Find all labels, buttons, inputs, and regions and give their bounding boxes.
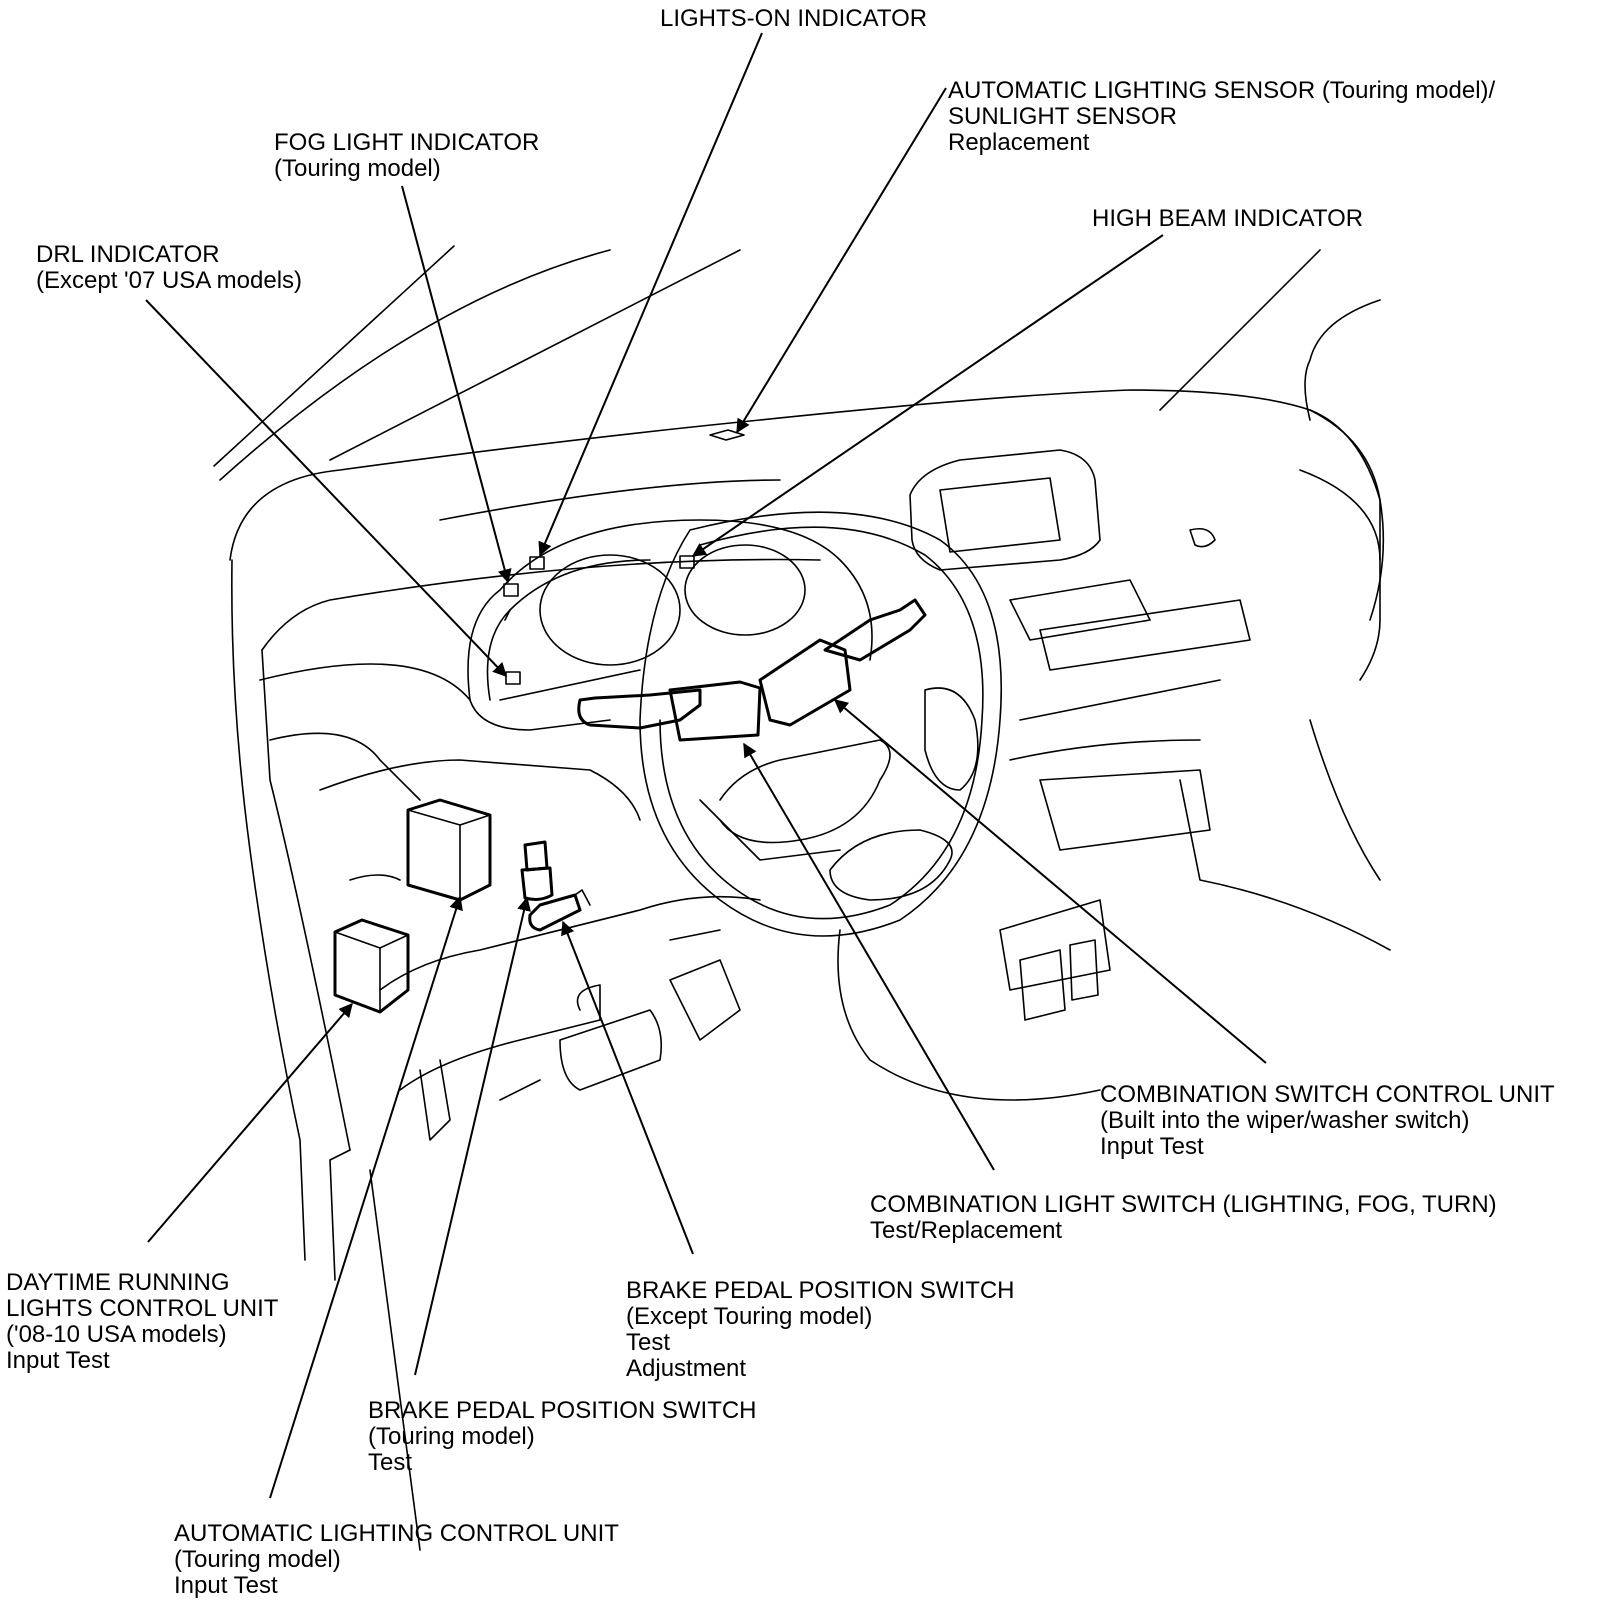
drl-indicator-label: DRL INDICATOR (Except '07 USA models) bbox=[36, 242, 302, 294]
combination-switch-control-unit-label: COMBINATION SWITCH CONTROL UNIT (Built i… bbox=[1100, 1082, 1555, 1160]
wiper-switch-stalk bbox=[758, 598, 927, 727]
callout-line: Test bbox=[368, 1449, 413, 1476]
windshield-lines bbox=[213, 245, 1381, 481]
center-stack bbox=[837, 449, 1391, 1101]
brake-pedal-position-switch-except-touring-icon bbox=[528, 889, 591, 932]
fog-light-indicator-icon bbox=[503, 583, 519, 597]
callout-line: LIGHTS CONTROL UNIT bbox=[6, 1295, 279, 1322]
fog-light-indicator-label: FOG LIGHT INDICATOR (Touring model) bbox=[274, 130, 539, 182]
automatic-lighting-sensor-label: AUTOMATIC LIGHTING SENSOR (Touring model… bbox=[948, 78, 1495, 156]
callout-line: Replacement bbox=[948, 129, 1090, 156]
callout-line: (Except '07 USA models) bbox=[36, 267, 303, 294]
callout-line: AUTOMATIC LIGHTING CONTROL UNIT bbox=[174, 1520, 619, 1547]
callout-line: HIGH BEAM INDICATOR bbox=[1092, 205, 1364, 232]
callout-line: (Built into the wiper/washer switch) bbox=[1100, 1107, 1470, 1134]
daytime-running-lights-control-unit-label: DAYTIME RUNNING LIGHTS CONTROL UNIT ('08… bbox=[6, 1270, 278, 1374]
callout-line: COMBINATION LIGHT SWITCH (LIGHTING, FOG,… bbox=[870, 1191, 1497, 1218]
brake-pedal-position-switch-touring-label: BRAKE PEDAL POSITION SWITCH (Touring mod… bbox=[368, 1398, 757, 1476]
callout-line: (Touring model) bbox=[274, 155, 441, 182]
callout-line: BRAKE PEDAL POSITION SWITCH bbox=[626, 1277, 1015, 1304]
pedals bbox=[499, 929, 741, 1101]
callout-line: SUNLIGHT SENSOR bbox=[948, 103, 1177, 130]
callout-line: COMBINATION SWITCH CONTROL UNIT bbox=[1100, 1081, 1555, 1108]
callout-line: Test bbox=[626, 1329, 671, 1356]
callout-line: Adjustment bbox=[626, 1355, 747, 1382]
drl-indicator-icon bbox=[505, 671, 521, 685]
brake-pedal-position-switch-except-touring-label: BRAKE PEDAL POSITION SWITCH (Except Tour… bbox=[626, 1278, 1015, 1382]
sunlight-sensor-icon bbox=[709, 429, 745, 441]
steering-wheel bbox=[639, 511, 1003, 937]
high-beam-indicator-label: HIGH BEAM INDICATOR bbox=[1092, 206, 1363, 232]
lights-on-indicator-label: LIGHTS-ON INDICATOR bbox=[660, 6, 927, 32]
callout-line: AUTOMATIC LIGHTING SENSOR (Touring model… bbox=[948, 77, 1496, 104]
callout-line: BRAKE PEDAL POSITION SWITCH bbox=[368, 1397, 757, 1424]
automatic-lighting-control-unit-icon bbox=[406, 798, 492, 902]
combination-light-switch-stalk bbox=[577, 680, 762, 742]
callout-line: Test/Replacement bbox=[870, 1217, 1063, 1244]
callout-line: Input Test bbox=[174, 1572, 278, 1599]
callout-line: FOG LIGHT INDICATOR bbox=[274, 129, 540, 156]
brake-pedal-position-switch-touring-icon bbox=[520, 840, 554, 901]
dashboard-outline bbox=[229, 389, 1385, 1551]
callout-line: DAYTIME RUNNING bbox=[6, 1269, 230, 1296]
daytime-running-lights-control-unit-icon bbox=[333, 918, 410, 1014]
callout-line: (Touring model) bbox=[368, 1423, 535, 1450]
combination-light-switch-label: COMBINATION LIGHT SWITCH (LIGHTING, FOG,… bbox=[870, 1192, 1497, 1244]
callout-line: LIGHTS-ON INDICATOR bbox=[660, 5, 928, 32]
instrument-cluster bbox=[467, 519, 873, 731]
lights-on-indicator-icon bbox=[529, 556, 545, 570]
callout-line: ('08-10 USA models) bbox=[6, 1321, 227, 1348]
callout-line: DRL INDICATOR bbox=[36, 241, 220, 268]
automatic-lighting-control-unit-label: AUTOMATIC LIGHTING CONTROL UNIT (Touring… bbox=[174, 1521, 619, 1599]
leader-lines bbox=[145, 32, 1267, 1499]
callout-line: Input Test bbox=[6, 1347, 110, 1374]
callout-line: (Touring model) bbox=[174, 1546, 341, 1573]
high-beam-indicator-icon bbox=[679, 555, 695, 569]
callout-line: Input Test bbox=[1100, 1133, 1204, 1160]
callout-line: (Except Touring model) bbox=[626, 1303, 873, 1330]
